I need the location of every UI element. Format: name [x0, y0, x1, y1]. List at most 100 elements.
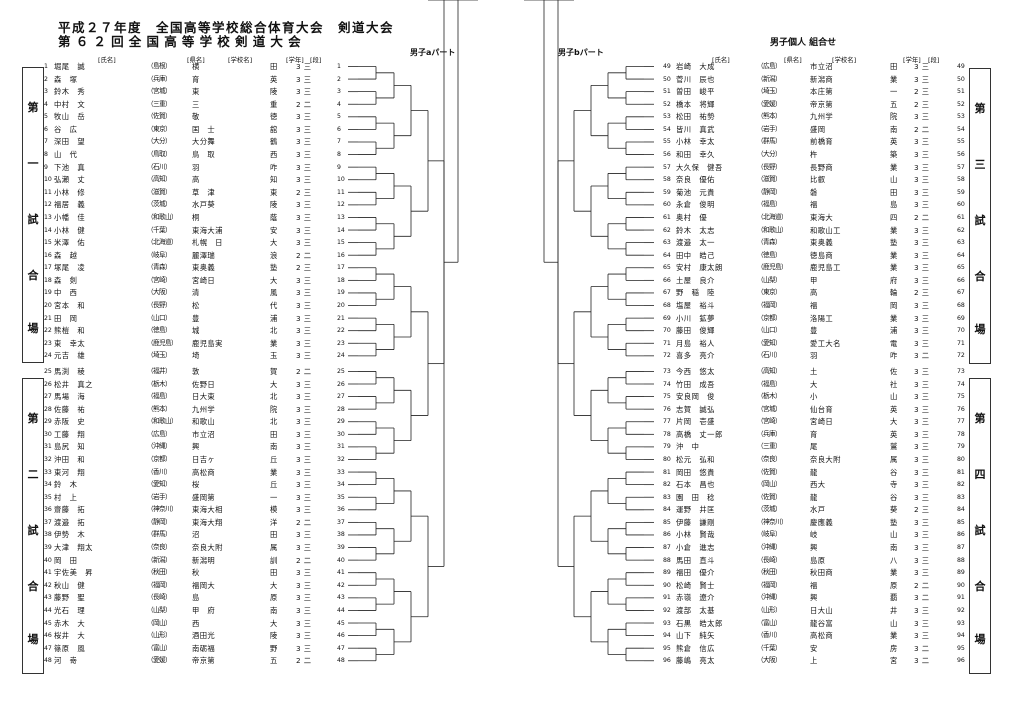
player-school: 高松商 — [192, 467, 216, 477]
school-suffix: 塾 — [270, 263, 278, 273]
entry-number: 78 — [663, 430, 671, 438]
player-name: 皆川 真武 — [676, 124, 715, 134]
entry-number: 34 — [44, 481, 52, 489]
player-prefecture: （愛媛） — [757, 99, 782, 108]
player-school: 水戸葵 — [192, 200, 216, 210]
player-school: 龍谷富 — [810, 618, 834, 628]
part-b-label: 男子bパート — [558, 48, 604, 57]
player-prefecture: （東京） — [147, 124, 172, 133]
player-school: 長野商 — [810, 162, 834, 172]
entry-number: 70 — [663, 327, 671, 335]
school-suffix: 丘 — [270, 480, 278, 490]
school-suffix: 業 — [270, 467, 278, 477]
grade-dan: 3 三 — [914, 137, 930, 147]
player-school: 鹿児島工 — [810, 263, 841, 273]
player-school: 大 — [810, 379, 818, 389]
school-suffix: 塾 — [890, 517, 898, 527]
entry-number-outer: 68 — [957, 302, 965, 310]
school-suffix: 英 — [890, 404, 898, 414]
school-suffix: 田 — [270, 568, 278, 578]
grade-dan: 3 三 — [296, 326, 312, 336]
school-suffix: 大 — [890, 417, 898, 427]
player-name: 岡 田 — [54, 555, 78, 565]
player-prefecture: （和歌山） — [147, 417, 178, 426]
entry-number: 32 — [44, 455, 52, 463]
grade-dan: 3 三 — [296, 568, 312, 578]
grade-dan: 3 三 — [914, 631, 930, 641]
player-name: 小林 賢哉 — [676, 530, 715, 540]
player-prefecture: （茨城） — [757, 505, 782, 514]
player-school: 清 — [192, 288, 200, 298]
player-prefecture: （静岡） — [147, 517, 172, 526]
entry-number: 93 — [663, 619, 671, 627]
player-name: 東 幸太 — [54, 338, 86, 348]
grade-dan: 3 三 — [914, 417, 930, 427]
entry-number: 77 — [663, 418, 671, 426]
grade-dan: 3 三 — [914, 225, 930, 235]
player-name: 沖田 和 — [54, 454, 86, 464]
grade-dan: 3 三 — [296, 87, 312, 97]
player-prefecture: （京都） — [147, 454, 172, 463]
school-suffix: 房 — [890, 643, 898, 653]
school-suffix: 谷 — [890, 467, 898, 477]
player-name: 齋藤 拓 — [54, 505, 86, 515]
venue-char: 合 — [27, 268, 39, 282]
grade-dan: 3 三 — [914, 338, 930, 348]
entry-number-outer: 82 — [957, 481, 965, 489]
player-prefecture: （神奈川） — [757, 517, 788, 526]
player-name: 森 剣 — [54, 275, 78, 285]
player-prefecture: （秋田） — [757, 568, 782, 577]
player-prefecture: （沖縄） — [757, 593, 782, 602]
entry-number-outer: 79 — [957, 443, 965, 451]
entry-number-outer: 6 — [337, 125, 341, 133]
entry-number: 37 — [44, 518, 52, 526]
entry-number-outer: 58 — [957, 176, 965, 184]
grade-dan: 3 三 — [914, 543, 930, 553]
header-pref-left: [県名] — [187, 56, 205, 64]
player-prefecture: （岩手） — [147, 492, 172, 501]
player-name: 渡部 太基 — [676, 605, 715, 615]
player-prefecture: （北海道） — [147, 238, 178, 247]
entry-number: 65 — [663, 264, 671, 272]
venue-char: 合 — [27, 579, 39, 593]
grade-dan: 3 三 — [296, 351, 312, 361]
player-name: 藤田 俊輝 — [676, 326, 715, 336]
school-suffix: 業 — [890, 250, 898, 260]
school-suffix: 鷲 — [890, 442, 898, 452]
player-school: 羽 — [192, 162, 200, 172]
player-prefecture: （沖縄） — [757, 543, 782, 552]
player-name: 小幡 佳 — [54, 212, 86, 222]
school-suffix: 山 — [890, 392, 898, 402]
grade-dan: 3 三 — [296, 618, 312, 628]
player-prefecture: （富山） — [757, 618, 782, 627]
player-prefecture: （広島） — [147, 429, 172, 438]
school-suffix: 南 — [890, 543, 898, 553]
player-name: 橋本 将輝 — [676, 99, 715, 109]
grade-dan: 3 三 — [914, 404, 930, 414]
player-school: 沼 — [192, 530, 200, 540]
entry-number-outer: 24 — [337, 352, 345, 360]
player-prefecture: （長野） — [147, 301, 172, 310]
player-school: 帝京第 — [810, 99, 834, 109]
player-prefecture: （神奈川） — [147, 505, 178, 514]
player-school: 島原 — [810, 555, 826, 565]
venue-char: 試 — [974, 523, 986, 537]
player-prefecture: （山梨） — [147, 605, 172, 614]
entry-number-outer: 44 — [337, 606, 345, 614]
grade-dan: 3 二 — [914, 351, 930, 361]
player-school: 日吉ヶ — [192, 454, 216, 464]
player-school: 福 — [810, 200, 818, 210]
